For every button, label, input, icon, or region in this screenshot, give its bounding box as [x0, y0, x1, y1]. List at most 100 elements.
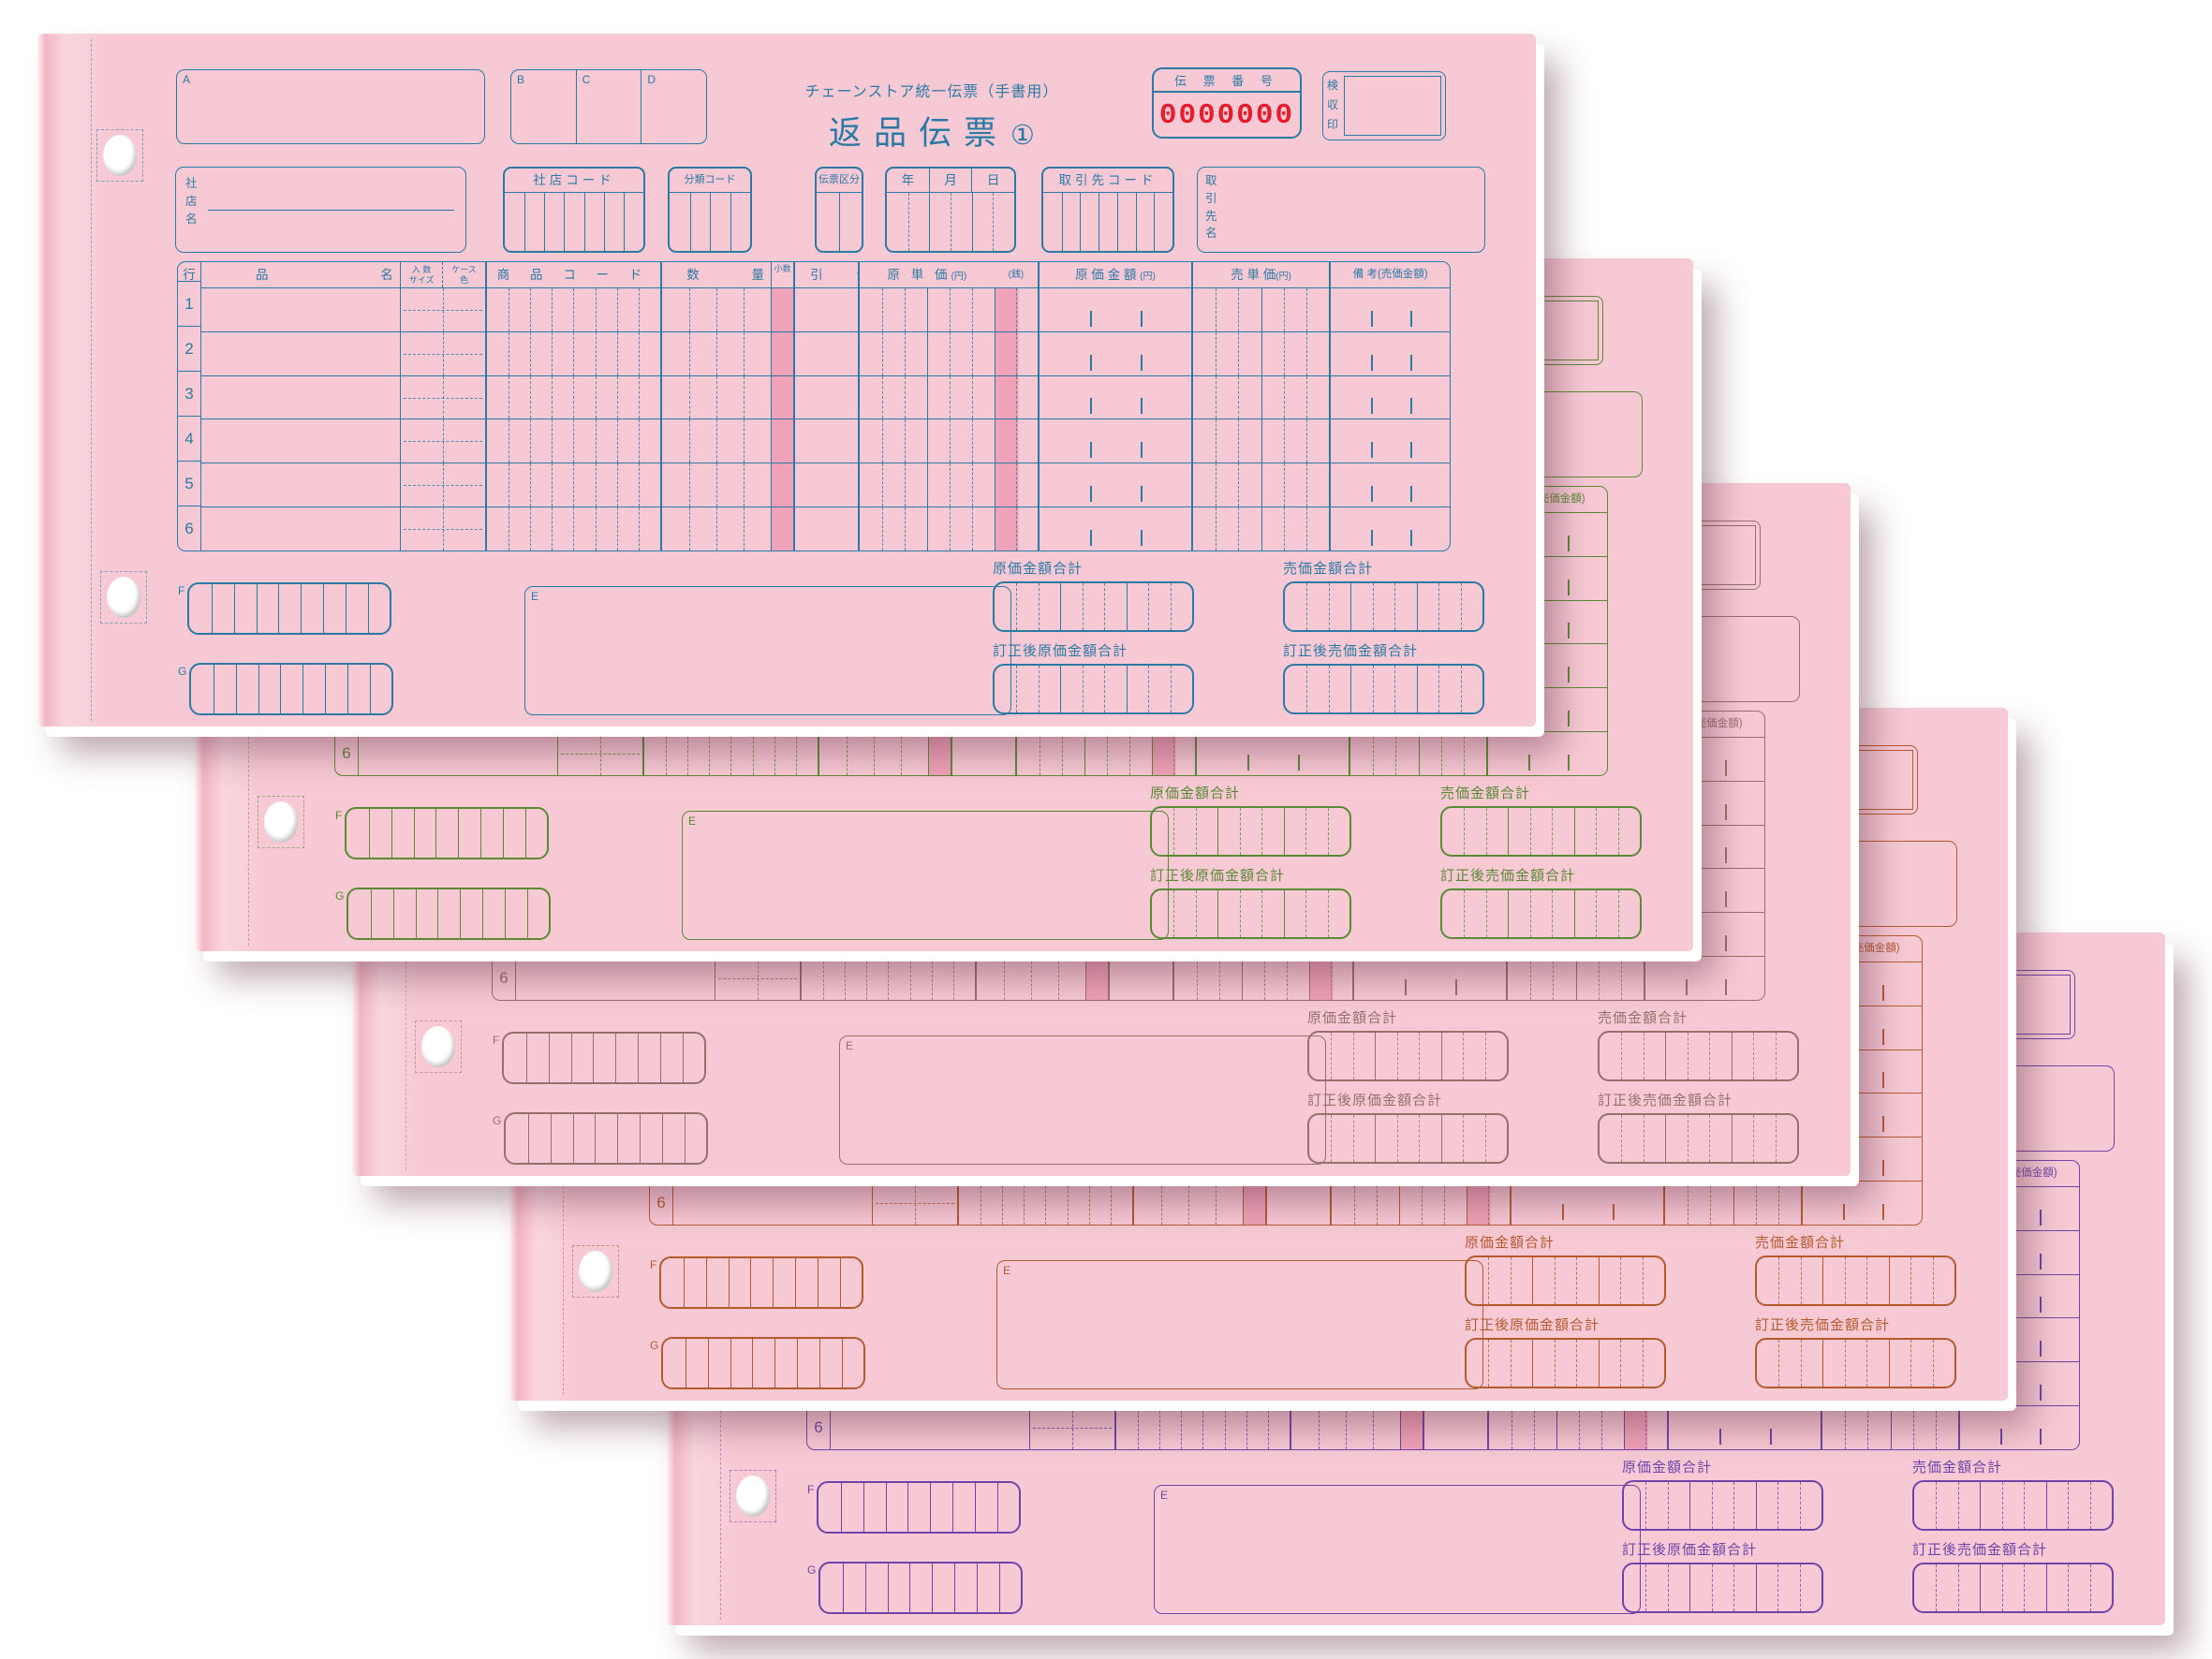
write-in-cell[interactable] [1624, 1564, 1821, 1611]
write-in-cell[interactable] [795, 507, 859, 551]
supplier-name-box[interactable]: 取引先名 [1197, 167, 1485, 253]
write-in-cell[interactable] [662, 462, 772, 507]
write-in-cell[interactable] [400, 374, 485, 419]
write-in-cell[interactable] [1757, 1257, 1954, 1304]
write-in-cell[interactable] [929, 731, 951, 775]
write-in-cell[interactable] [1914, 1564, 2112, 1611]
write-in-cell[interactable] [872, 1181, 957, 1225]
write-in-cell[interactable] [1507, 956, 1644, 1000]
write-in-cell[interactable] [772, 330, 794, 375]
write-in-cell[interactable] [358, 731, 557, 775]
write-in-cell[interactable] [1645, 956, 1764, 1000]
write-in-cell[interactable] [1192, 374, 1330, 419]
field-e-box[interactable]: E [524, 586, 1011, 715]
write-in-cell[interactable] [201, 288, 400, 331]
write-in-cell[interactable] [504, 1034, 704, 1082]
write-in-cell[interactable] [400, 507, 485, 551]
write-in-cell[interactable] [663, 1339, 863, 1387]
write-in-cell[interactable] [1193, 288, 1330, 331]
write-in-cell[interactable] [505, 193, 643, 251]
write-in-cell[interactable] [772, 418, 794, 463]
write-in-cell[interactable] [795, 462, 859, 507]
write-in-cell[interactable] [506, 1114, 706, 1163]
write-in-cell[interactable] [860, 462, 995, 507]
write-in-cell[interactable] [486, 418, 661, 463]
write-in-cell[interactable] [860, 374, 995, 419]
write-in-cell[interactable] [1600, 1033, 1797, 1079]
write-in-cell[interactable] [820, 1564, 1021, 1612]
write-in-cell[interactable] [1040, 288, 1191, 331]
write-in-cell[interactable] [977, 956, 1086, 1000]
write-in-cell[interactable] [1086, 956, 1109, 1000]
write-in-cell[interactable] [1134, 1181, 1244, 1225]
write-in-cell[interactable] [1331, 418, 1450, 462]
write-in-cell[interactable] [795, 330, 859, 375]
write-in-cell[interactable] [1600, 1115, 1797, 1162]
write-in-cell[interactable] [715, 956, 800, 1000]
write-in-cell[interactable] [1192, 418, 1330, 463]
write-in-cell[interactable] [772, 374, 794, 419]
field-c-cell[interactable]: C [575, 70, 641, 143]
write-in-cell[interactable] [557, 731, 642, 775]
write-in-cell[interactable] [795, 288, 858, 331]
write-in-cell[interactable] [1285, 583, 1482, 630]
write-in-cell[interactable] [1115, 1405, 1290, 1449]
write-in-cell[interactable] [1331, 330, 1450, 375]
write-in-cell[interactable] [830, 1405, 1029, 1449]
write-in-cell[interactable] [1488, 731, 1607, 775]
write-in-cell[interactable] [662, 507, 772, 551]
write-in-cell[interactable] [400, 330, 485, 375]
write-in-cell[interactable] [347, 809, 547, 858]
write-in-cell[interactable] [1821, 1405, 1959, 1449]
write-in-cell[interactable] [1331, 462, 1450, 507]
write-in-cell[interactable] [662, 330, 772, 375]
write-in-cell[interactable] [1331, 507, 1450, 551]
write-in-cell[interactable] [486, 507, 661, 551]
write-in-cell[interactable] [819, 731, 929, 775]
write-in-cell[interactable] [860, 418, 995, 463]
field-e-box[interactable]: E [682, 811, 1169, 940]
write-in-cell[interactable] [995, 288, 1039, 331]
write-in-cell[interactable] [1803, 1181, 1922, 1225]
write-in-cell[interactable] [1174, 956, 1309, 1000]
write-in-cell[interactable] [1442, 808, 1640, 855]
write-in-cell[interactable] [1152, 731, 1196, 775]
write-in-cell[interactable] [1332, 1181, 1467, 1225]
write-in-cell[interactable] [772, 288, 794, 331]
field-e-box[interactable]: E [839, 1035, 1326, 1165]
write-in-cell[interactable] [1152, 890, 1349, 937]
write-in-cell[interactable] [1309, 1115, 1507, 1162]
write-in-cell[interactable] [670, 193, 750, 251]
write-in-cell[interactable] [1309, 956, 1353, 1000]
write-in-cell[interactable] [1040, 374, 1191, 419]
field-b-cell[interactable]: B [511, 70, 576, 143]
write-in-cell[interactable] [1669, 1405, 1821, 1449]
write-in-cell[interactable] [1624, 1482, 1821, 1529]
write-in-cell[interactable] [1442, 890, 1640, 937]
write-in-cell[interactable] [1960, 1405, 2079, 1449]
write-in-cell[interactable] [860, 507, 995, 551]
write-in-cell[interactable] [995, 462, 1039, 507]
write-in-cell[interactable] [400, 418, 485, 463]
write-in-cell[interactable] [958, 1181, 1133, 1225]
write-in-cell[interactable] [995, 374, 1039, 419]
write-in-cell[interactable] [1624, 1405, 1668, 1449]
write-in-cell[interactable] [995, 418, 1039, 463]
write-in-cell[interactable] [1017, 731, 1152, 775]
write-in-cell[interactable] [801, 956, 976, 1000]
write-in-cell[interactable] [1467, 1340, 1664, 1387]
write-in-cell[interactable] [200, 374, 400, 419]
write-in-cell[interactable] [1757, 1340, 1954, 1387]
write-in-cell[interactable] [1192, 462, 1330, 507]
write-in-cell[interactable] [191, 665, 391, 713]
write-in-cell[interactable] [860, 288, 994, 331]
field-e-box[interactable]: E [996, 1260, 1483, 1389]
write-in-cell[interactable] [887, 193, 1014, 251]
write-in-cell[interactable] [401, 288, 485, 331]
company-store-name-box[interactable]: 社店名 [175, 167, 466, 253]
write-in-cell[interactable] [672, 1181, 872, 1225]
write-in-cell[interactable] [1467, 1257, 1664, 1304]
write-in-cell[interactable] [661, 1258, 862, 1307]
field-a-box[interactable]: A [176, 69, 485, 144]
write-in-cell[interactable] [952, 731, 1016, 775]
